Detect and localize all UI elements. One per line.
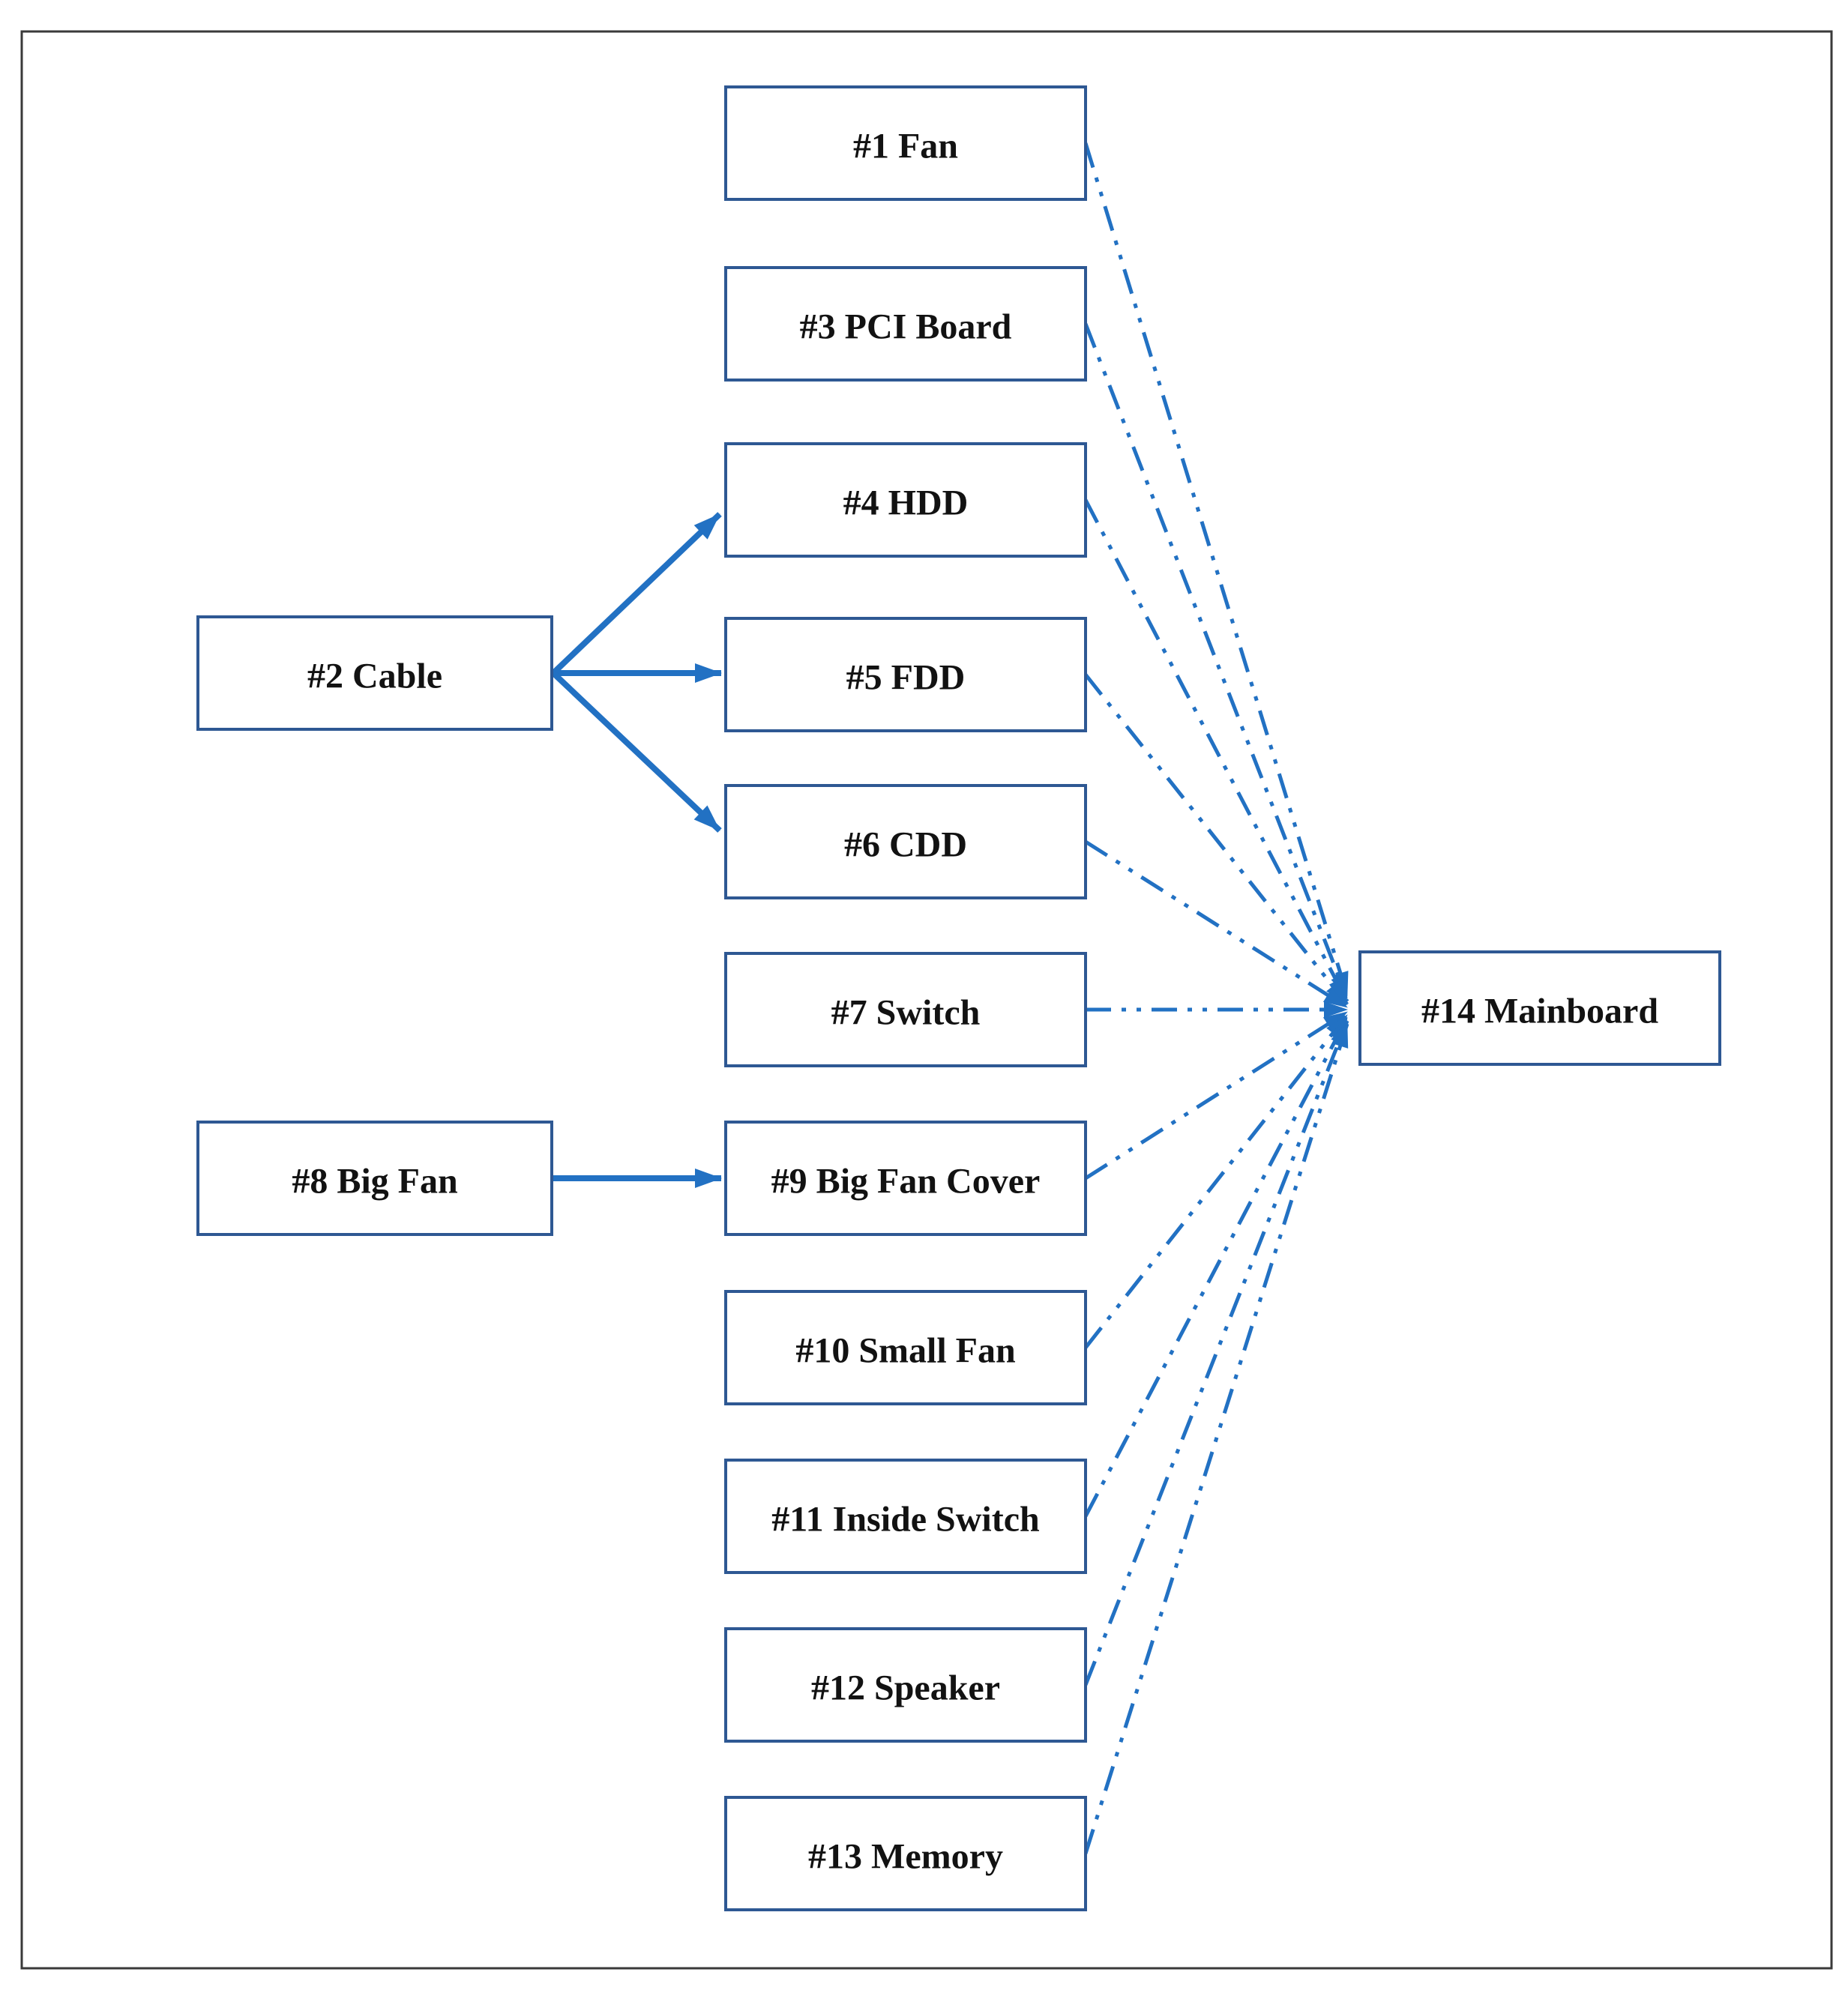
node-inside-switch: #11 Inside Switch [724,1459,1087,1574]
node-box-big-fan-cover [724,1121,1087,1236]
edge-speaker-mainboard [1083,1020,1349,1686]
node-fan: #1 Fan [724,85,1087,201]
node-label-big-fan: #8 Big Fan [292,1162,457,1201]
node-box-memory [724,1796,1087,1911]
node-label-speaker: #12 Speaker [811,1668,1000,1708]
node-label-switch: #7 Switch [831,993,981,1033]
dashed-edges [1083,142,1349,1854]
node-box-hdd [724,442,1087,558]
node-label-memory: #13 Memory [808,1837,1003,1877]
node-label-mainboard: #14 Mainboard [1421,992,1658,1031]
edge-fan-mainboard [1083,142,1349,996]
edge-smallfan-mainboard [1084,1013,1349,1349]
node-box-inside-switch [724,1459,1087,1574]
node-hdd: #4 HDD [724,442,1087,558]
node-box-cable [196,615,553,731]
node-big-fan: #8 Big Fan [196,1121,553,1236]
node-label-cable: #2 Cable [307,657,442,696]
edge-bigfancover-mainboard [1084,1010,1349,1181]
node-cable: #2 Cable [196,615,553,731]
node-box-switch [724,952,1087,1067]
edge-cdd-mainboard [1084,839,1349,1010]
node-label-pci-board: #3 PCI Board [800,307,1012,347]
node-box-cdd [724,784,1087,899]
edge-insideswitch-mainboard [1083,1016,1349,1518]
node-label-fdd: #5 FDD [846,658,966,698]
edge-hdd-mainboard [1083,498,1349,1003]
node-box-small-fan [724,1290,1087,1405]
node-box-speaker [724,1627,1087,1743]
node-label-inside-switch: #11 Inside Switch [771,1500,1039,1540]
node-memory: #13 Memory [724,1796,1087,1911]
node-mainboard: #14 Mainboard [1358,950,1721,1066]
node-label-cdd: #6 CDD [844,825,967,865]
node-cdd: #6 CDD [724,784,1087,899]
node-small-fan: #10 Small Fan [724,1290,1087,1405]
outer-border [20,30,1833,1970]
node-label-hdd: #4 HDD [843,483,969,523]
edge-cable-cdd [551,671,722,833]
node-fdd: #5 FDD [724,617,1087,732]
node-label-big-fan-cover: #9 Big Fan Cover [771,1162,1041,1201]
node-pci-board: #3 PCI Board [724,266,1087,382]
node-label-fan: #1 Fan [853,127,958,166]
edge-memory-mainboard [1083,1023,1349,1854]
node-big-fan-cover: #9 Big Fan Cover [724,1121,1087,1236]
node-box-fan [724,85,1087,201]
node-box-pci-board [724,266,1087,382]
node-box-mainboard [1358,950,1721,1066]
edge-fdd-mainboard [1084,673,1349,1006]
node-box-big-fan [196,1121,553,1236]
edge-pciboard-mainboard [1083,323,1349,999]
edge-cable-hdd [551,512,722,675]
node-label-small-fan: #10 Small Fan [795,1331,1015,1371]
node-switch: #7 Switch [724,952,1087,1067]
nodes: #1 Fan #3 PCI Board #4 HDD #5 FDD #6 CDD… [196,85,1721,1911]
node-speaker: #12 Speaker [724,1627,1087,1743]
solid-edges [551,512,722,1188]
node-box-fdd [724,617,1087,732]
